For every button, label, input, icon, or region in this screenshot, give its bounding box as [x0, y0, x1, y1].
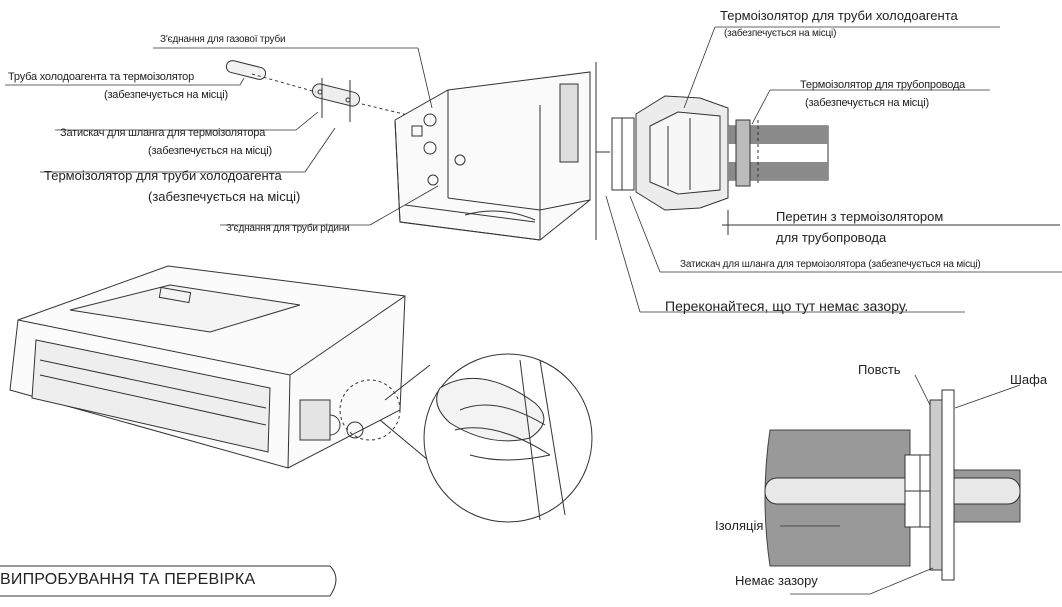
- label-provided-on-site-1: (забезпечується на місці): [104, 89, 228, 101]
- section-title-frame: [0, 565, 337, 597]
- label-insulator-refrigerant-pipe-left: Термоізолятор для труби холодоагента: [44, 168, 282, 183]
- pipe-and-insulator-part: [225, 60, 421, 122]
- label-no-gap: Немає зазору: [735, 573, 818, 588]
- label-hose-clamp-right: Затискач для шланга для термоізолятора (…: [680, 259, 981, 270]
- label-refrigerant-pipe-insulation: Труба холодоагента та термоізолятор: [8, 71, 194, 83]
- label-provided-on-site-2: (забезпечується на місці): [148, 145, 272, 157]
- section-title: ВИПРОБУВАННЯ ТА ПЕРЕВІРКА: [0, 571, 256, 588]
- label-gas-pipe-joint: З'єднання для газової труби: [160, 34, 286, 45]
- label-provided-on-site-5: (забезпечується на місці): [805, 97, 929, 109]
- label-insulator-refrigerant-pipe-right: Термоізолятор для труби холодоагента: [720, 8, 958, 23]
- label-cabinet: Шафа: [1010, 372, 1048, 387]
- ducted-unit-perspective: [9, 265, 441, 471]
- indoor-unit-open-view: [394, 71, 591, 241]
- label-overlap-line1: Перетин з термоізолятором: [776, 209, 944, 224]
- leader-lines-right: [605, 26, 1062, 313]
- label-liquid-pipe-joint: З'єднання для труби рідини: [226, 223, 350, 234]
- label-felt: Повсть: [858, 362, 901, 377]
- label-overlap-line2: для трубопровода: [776, 230, 887, 245]
- label-insulation: Ізоляція: [715, 518, 764, 533]
- cabinet-pass-through-detail: [764, 374, 1021, 595]
- label-no-gap-check: Переконайтеся, що тут немає зазору.: [665, 298, 909, 314]
- label-provided-on-site-3: (забезпечується на місці): [148, 189, 301, 204]
- label-insulator-pipeline: Термоізолятор для трубопровода: [800, 79, 966, 91]
- leader-lines-left: [5, 47, 439, 226]
- pipe-connection-detail: [595, 62, 1060, 240]
- label-provided-on-site-4: (забезпечується на місці): [724, 28, 837, 39]
- magnified-pipe-view: [423, 353, 593, 523]
- label-hose-clamp: Затискач для шланга для термоізолятора: [60, 127, 266, 139]
